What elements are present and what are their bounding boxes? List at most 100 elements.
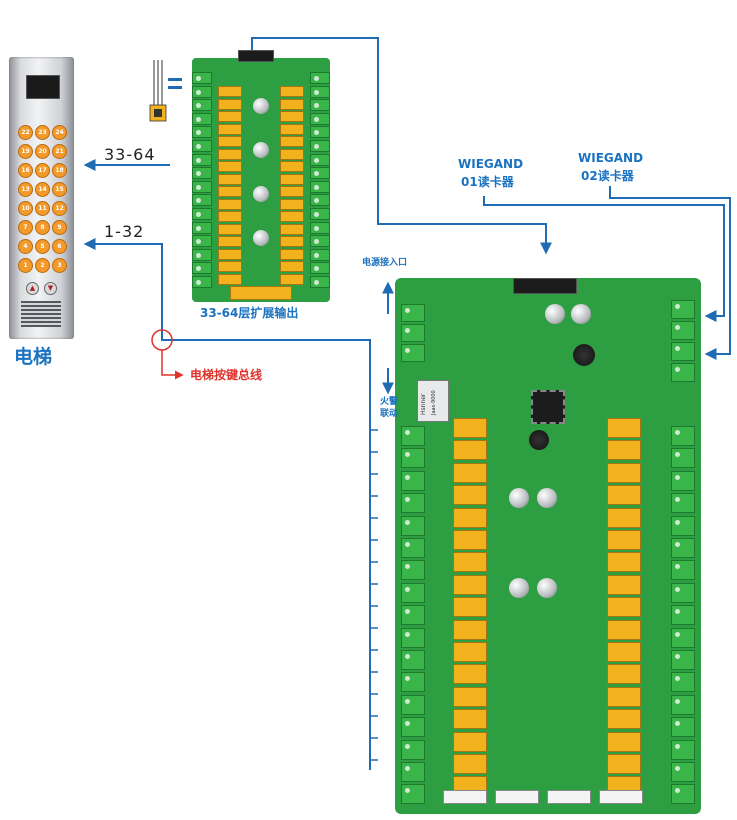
main-terminal — [671, 448, 695, 469]
main-terminal — [401, 448, 425, 469]
expansion-relay — [218, 111, 242, 122]
expansion-relay — [218, 136, 242, 147]
floor-button-4[interactable]: 4 — [18, 239, 33, 254]
main-relay — [607, 619, 641, 640]
main-relay — [453, 754, 487, 774]
floor-button-9[interactable]: 9 — [52, 220, 67, 235]
main-terminal — [401, 582, 425, 603]
expansion-capacitor — [253, 186, 269, 202]
expansion-terminal — [310, 126, 330, 139]
floor-button-17[interactable]: 17 — [35, 163, 50, 178]
main-relay — [607, 530, 641, 550]
expansion-terminal — [310, 262, 330, 275]
bus-red-arrow — [161, 350, 184, 380]
main-terminal — [671, 342, 695, 361]
main-relay — [453, 574, 487, 595]
main-relay — [453, 731, 487, 752]
expansion-terminal — [192, 153, 212, 166]
lower-range-bus-line — [83, 238, 371, 770]
expansion-terminal — [310, 221, 330, 234]
floor-button-13[interactable]: 13 — [18, 182, 33, 197]
main-relay — [607, 462, 641, 483]
floor-button-2[interactable]: 2 — [35, 258, 50, 273]
floor-button-14[interactable]: 14 — [35, 182, 50, 197]
main-capacitor — [537, 578, 557, 598]
elevator-display — [26, 75, 60, 99]
floor-button-19[interactable]: 19 — [18, 144, 33, 159]
floor-button-15[interactable]: 15 — [52, 182, 67, 197]
main-relay — [453, 440, 487, 461]
floor-button-20[interactable]: 20 — [35, 144, 50, 159]
main-relay — [453, 418, 487, 438]
bottom-header-connector — [547, 790, 591, 804]
floor-button-22[interactable]: 22 — [18, 125, 33, 140]
main-relay — [607, 664, 641, 685]
expansion-terminal — [192, 167, 212, 180]
expansion-terminal — [310, 167, 330, 180]
expansion-relay — [218, 198, 242, 210]
main-relay — [453, 686, 487, 707]
main-terminal — [401, 672, 425, 693]
main-terminal — [671, 321, 695, 340]
floor-button-8[interactable]: 8 — [35, 220, 50, 235]
expansion-capacitor — [253, 98, 269, 114]
main-relay — [453, 664, 487, 685]
expansion-relay — [218, 148, 242, 160]
expansion-terminal — [192, 194, 212, 207]
floor-button-7[interactable]: 7 — [18, 220, 33, 235]
bus-label: 电梯按键总线 — [190, 368, 263, 382]
expansion-relay — [280, 86, 304, 97]
expansion-terminal — [192, 99, 212, 112]
expansion-terminal — [192, 180, 212, 193]
expansion-relay — [280, 148, 304, 160]
floor-button-1[interactable]: 1 — [18, 258, 33, 273]
alarm-up-button[interactable]: ▲ — [26, 282, 39, 295]
main-terminal — [671, 363, 695, 382]
ethernet-jack: Hsnner Jaas-9000 — [417, 380, 449, 422]
floor-button-12[interactable]: 12 — [52, 201, 67, 216]
main-terminal — [671, 538, 695, 558]
main-relay — [453, 619, 487, 640]
fire-label-2: 联动 — [380, 409, 399, 419]
floor-button-24[interactable]: 24 — [52, 125, 67, 140]
floor-button-11[interactable]: 11 — [35, 201, 50, 216]
expansion-board — [192, 50, 330, 302]
main-relay — [453, 642, 487, 662]
wiegand2-line — [609, 186, 731, 360]
expansion-relay — [280, 273, 304, 285]
expansion-relay — [218, 98, 242, 110]
alarm-down-button[interactable]: ▼ — [44, 282, 57, 295]
wire-key-icon — [149, 60, 182, 122]
main-terminal — [671, 300, 695, 319]
expansion-terminal — [192, 248, 212, 261]
floor-button-6[interactable]: 6 — [52, 239, 67, 254]
expansion-relay — [218, 186, 242, 197]
main-terminal — [671, 694, 695, 715]
expansion-relay — [280, 123, 304, 135]
expansion-caption: 33-64层扩展输出 — [200, 306, 299, 320]
wiegand1-title: WIEGAND — [458, 157, 524, 171]
floor-button-21[interactable]: 21 — [52, 144, 67, 159]
main-terminal — [401, 739, 425, 760]
main-board: Hsnner Jaas-9000 — [395, 278, 701, 814]
main-terminal — [671, 515, 695, 536]
floor-button-5[interactable]: 5 — [35, 239, 50, 254]
main-relay — [453, 462, 487, 483]
main-terminal — [401, 627, 425, 648]
bottom-header-connector — [599, 790, 643, 804]
main-terminal — [401, 538, 425, 558]
expansion-relay — [218, 173, 242, 185]
fire-label-1: 火警 — [380, 397, 399, 407]
main-terminal — [671, 605, 695, 626]
floor-button-18[interactable]: 18 — [52, 163, 67, 178]
main-terminal — [671, 717, 695, 738]
bottom-header-connector — [495, 790, 539, 804]
floor-button-3[interactable]: 3 — [52, 258, 67, 273]
elevator-label: 电梯 — [14, 346, 53, 368]
main-terminal — [671, 582, 695, 603]
floor-button-23[interactable]: 23 — [35, 125, 50, 140]
floor-button-16[interactable]: 16 — [18, 163, 33, 178]
floor-button-10[interactable]: 10 — [18, 201, 33, 216]
